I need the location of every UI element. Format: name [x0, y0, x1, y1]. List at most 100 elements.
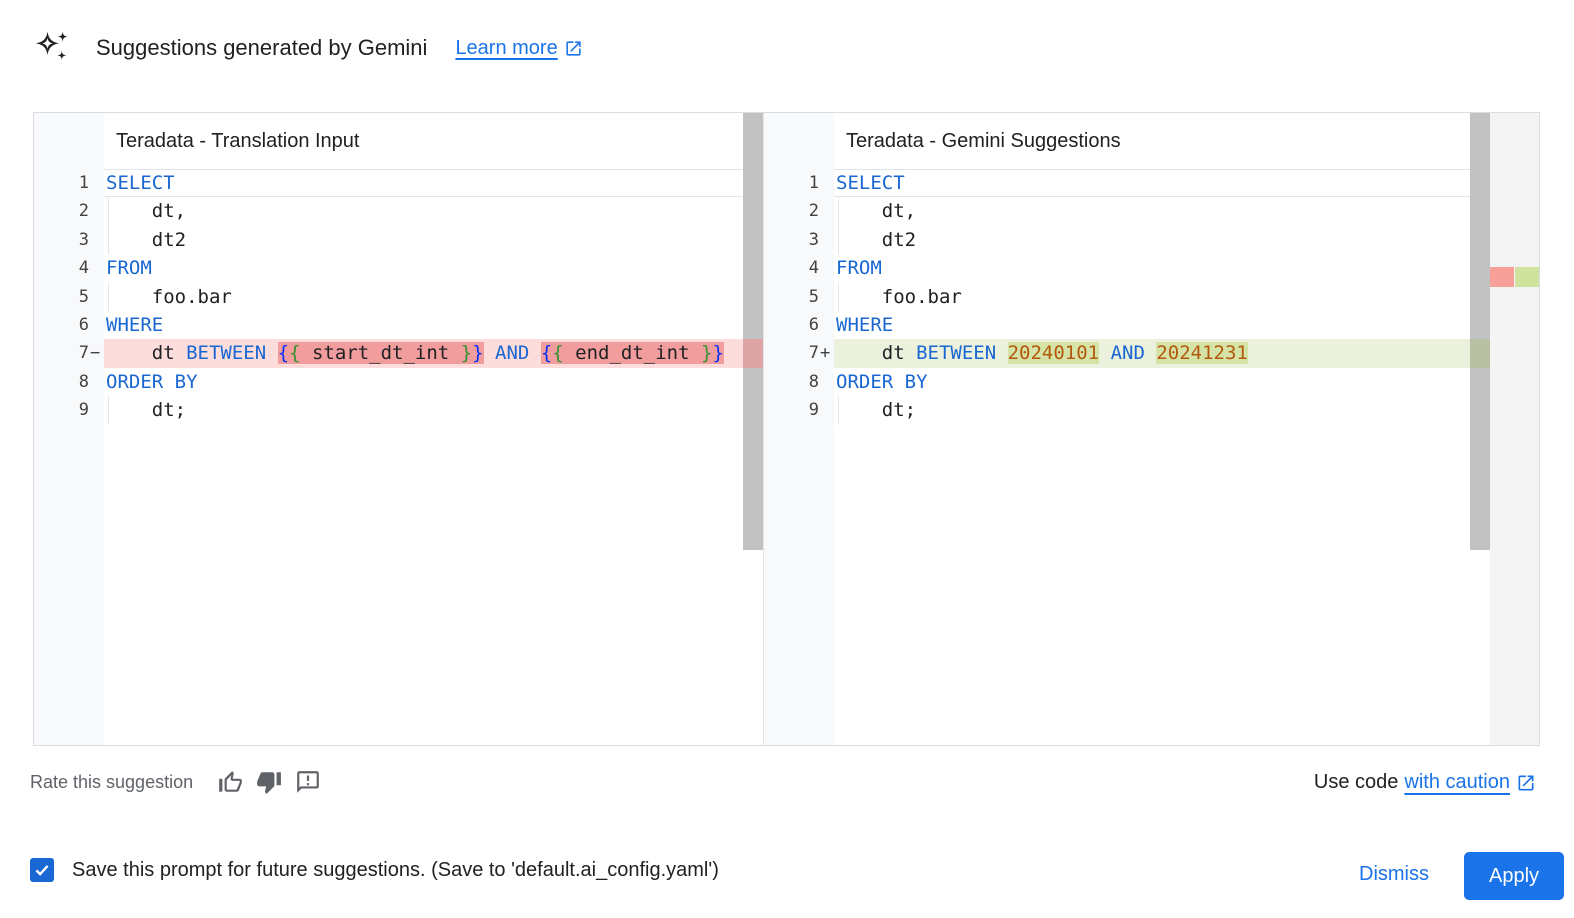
code-text: FROM — [106, 257, 152, 280]
with-caution-link[interactable]: with caution — [1404, 771, 1510, 793]
learn-more-link[interactable]: Learn more — [455, 37, 582, 60]
line-number: 4 — [764, 254, 834, 282]
page-title: Suggestions generated by Gemini — [96, 35, 428, 60]
line-number: 8 — [34, 368, 104, 396]
line-number-gutter — [764, 113, 834, 745]
code-line[interactable]: 3 dt2 — [764, 225, 1539, 255]
save-prompt-row: Save this prompt for future suggestions.… — [30, 858, 719, 882]
code-text: dt2 — [834, 225, 1470, 255]
code-line[interactable]: 3 dt2 — [34, 225, 763, 255]
line-number-gutter — [34, 113, 104, 745]
diff-marker — [819, 254, 834, 282]
diff-marker — [819, 226, 834, 254]
code-text: FROM — [836, 257, 882, 280]
thumb-up-button[interactable] — [217, 769, 243, 795]
line-number: 3 — [34, 226, 104, 254]
line-number: 6 — [764, 311, 834, 339]
feedback-button[interactable] — [295, 769, 321, 795]
line-number: 6 — [34, 311, 104, 339]
line-number: 4 — [34, 254, 104, 282]
code-text: dt; — [834, 396, 1470, 425]
code-line[interactable]: 7− dt BETWEEN {{ start_dt_int }} AND {{ … — [34, 339, 763, 368]
diff-marker — [819, 169, 834, 197]
code-text: ORDER BY — [836, 370, 928, 393]
code-line[interactable]: 5 foo.bar — [34, 282, 763, 311]
diff-marker — [89, 283, 104, 311]
editor-title-input: Teradata - Translation Input — [116, 130, 360, 152]
overview-added-mark — [1515, 267, 1539, 287]
code-line[interactable]: 7+ dt BETWEEN 20240101 AND 20241231 — [764, 339, 1539, 368]
line-number: 9 — [34, 396, 104, 424]
thumb-up-icon — [219, 771, 243, 792]
diff-marker — [819, 197, 834, 225]
code-text: foo.bar — [104, 282, 743, 311]
code-line[interactable]: 2 dt, — [764, 197, 1539, 226]
dismiss-button[interactable]: Dismiss — [1348, 858, 1440, 890]
line-number: 8 — [764, 368, 834, 396]
diff-marker — [89, 368, 104, 396]
diff-marker — [819, 311, 834, 339]
diff-marker — [89, 254, 104, 282]
code-text: SELECT — [834, 169, 1470, 197]
code-text: WHERE — [836, 313, 894, 336]
scrollbar-diff-tint — [743, 339, 763, 368]
line-number: 2 — [764, 197, 834, 225]
overview-removed-mark — [1490, 267, 1514, 287]
diff-marker — [89, 169, 104, 197]
line-number: 3 — [764, 226, 834, 254]
scrollbar-diff-tint — [1470, 339, 1490, 368]
rate-label: Rate this suggestion — [30, 771, 194, 792]
line-number: 2 — [34, 197, 104, 225]
code-line[interactable]: 9 dt; — [34, 396, 763, 425]
rate-suggestion-row: Rate this suggestion — [30, 769, 334, 795]
line-number: 9 — [764, 396, 834, 424]
code-text: dt; — [104, 396, 743, 425]
vertical-scrollbar[interactable] — [743, 113, 763, 550]
apply-button[interactable]: Apply — [1464, 852, 1564, 900]
code-line[interactable]: 9 dt; — [764, 396, 1539, 425]
code-text: foo.bar — [834, 282, 1470, 311]
diff-marker — [89, 197, 104, 225]
diff-marker: − — [90, 343, 101, 364]
external-link-icon — [566, 40, 581, 56]
save-prompt-checkbox[interactable] — [30, 858, 54, 882]
diff-marker — [819, 283, 834, 311]
thumb-down-button[interactable] — [256, 769, 282, 795]
diff-marker: + — [820, 343, 831, 364]
diff-marker — [819, 368, 834, 396]
use-code-note: Use code with caution — [1314, 771, 1536, 794]
use-code-text: Use code — [1313, 771, 1399, 793]
diff-marker — [89, 396, 104, 424]
diff-overview-ruler — [1490, 113, 1539, 745]
code-text: WHERE — [106, 313, 164, 336]
code-text: ORDER BY — [106, 370, 198, 393]
code-text: SELECT — [104, 169, 743, 197]
code-text: dt, — [104, 197, 743, 226]
checkmark-icon — [35, 865, 49, 876]
line-number: 1 — [34, 169, 104, 197]
vertical-scrollbar[interactable] — [1470, 113, 1490, 550]
code-text: dt, — [834, 197, 1470, 226]
editor-title-suggestions: Teradata - Gemini Suggestions — [846, 130, 1121, 152]
save-prompt-label: Save this prompt for future suggestions.… — [72, 858, 719, 881]
diff-marker — [89, 226, 104, 254]
code-line[interactable]: 5 foo.bar — [764, 282, 1539, 311]
code-line[interactable]: 2 dt, — [34, 197, 763, 226]
code-text: dt2 — [104, 225, 743, 255]
thumb-down-icon — [257, 772, 282, 794]
code-text: dt BETWEEN {{ start_dt_int }} AND {{ end… — [104, 339, 743, 368]
external-link-icon — [1518, 775, 1534, 790]
